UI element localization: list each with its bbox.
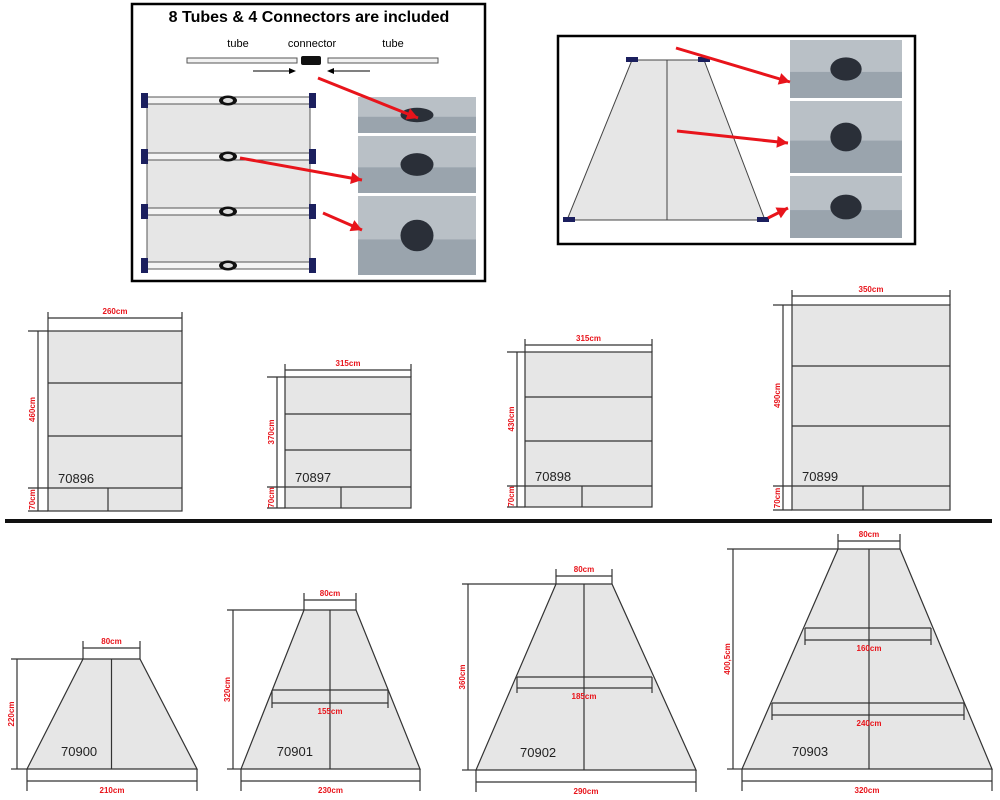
height-label: 320cm xyxy=(223,677,232,702)
base-height-label: 70cm xyxy=(507,486,516,506)
cover-panel xyxy=(524,351,653,508)
tube-icon xyxy=(186,57,298,64)
photo-clip xyxy=(790,176,902,238)
bottom-width-label: 230cm xyxy=(318,786,343,795)
width-label: 260cm xyxy=(103,307,128,316)
pointer-arrow-head xyxy=(349,220,362,232)
mid-width-label: 155cm xyxy=(318,707,343,716)
mid-width-label: 185cm xyxy=(572,692,597,701)
top-width-label: 80cm xyxy=(574,565,594,574)
pointer-arrow xyxy=(317,76,419,120)
width-label: 315cm xyxy=(576,334,601,343)
photo-detail xyxy=(400,219,434,252)
height-label: 460cm xyxy=(28,397,37,422)
photo-detail xyxy=(400,107,434,123)
model-number: 70902 xyxy=(520,745,556,760)
bottom-width-label: 290cm xyxy=(574,787,599,796)
connector-label: connector xyxy=(288,38,337,50)
bottom-width-label: 320cm xyxy=(855,786,880,795)
arrow-head xyxy=(327,68,334,74)
bottom-width-label: 210cm xyxy=(100,786,125,795)
trapezoid-cover xyxy=(741,548,993,770)
model-number: 70896 xyxy=(58,471,94,486)
mid-width-label: 240cm xyxy=(857,719,882,728)
model-number: 70901 xyxy=(277,744,313,759)
photo-tie xyxy=(790,40,902,98)
photo-detail xyxy=(830,57,862,81)
kit-box-title: 8 Tubes & 4 Connectors are included xyxy=(169,9,450,26)
height-label: 490cm xyxy=(773,383,782,408)
connector-hole xyxy=(223,98,233,103)
tube-label: tube xyxy=(382,38,403,50)
cover-panel xyxy=(47,330,183,512)
cover-panel xyxy=(284,376,412,509)
connector-hole xyxy=(223,154,233,159)
model-number: 70903 xyxy=(792,744,828,759)
width-label: 315cm xyxy=(336,359,361,368)
corner-clip xyxy=(309,204,316,219)
width-label: 350cm xyxy=(859,285,884,294)
corner-clip xyxy=(309,149,316,164)
pointer-arrow-head xyxy=(405,108,418,120)
tube-label: tube xyxy=(227,38,248,50)
pointer-arrow xyxy=(676,129,789,145)
corner-clip xyxy=(141,149,148,164)
pointer-arrow-head xyxy=(777,73,790,85)
pointer-arrow-head xyxy=(775,207,788,219)
corner-clip xyxy=(141,93,148,108)
pointer-arrow-head xyxy=(776,135,788,148)
model-number: 70898 xyxy=(535,469,571,484)
corner-clip xyxy=(626,57,638,62)
top-width-label: 80cm xyxy=(101,637,121,646)
cover-panel xyxy=(146,96,311,269)
height-label: 430cm xyxy=(507,407,516,432)
model-number: 70897 xyxy=(295,470,331,485)
base-height-label: 70cm xyxy=(773,488,782,508)
top-width-label: 80cm xyxy=(320,589,340,598)
corner-clip xyxy=(698,57,710,62)
top-width-label: 80cm xyxy=(859,530,879,539)
photo-detail xyxy=(830,122,862,152)
model-number: 70900 xyxy=(61,744,97,759)
photo-loop xyxy=(790,101,902,173)
corner-clip xyxy=(309,93,316,108)
tube-icon xyxy=(327,57,439,64)
corner-clip xyxy=(757,217,769,222)
corner-clip xyxy=(563,217,575,222)
connector-hole xyxy=(223,209,233,214)
pointer-arrow-head xyxy=(350,172,362,184)
model-number: 70899 xyxy=(802,469,838,484)
height-label: 400,5cm xyxy=(723,643,732,675)
corner-clip xyxy=(309,258,316,273)
mid-width-label: 160cm xyxy=(857,644,882,653)
corner-clip xyxy=(141,258,148,273)
pointer-arrow xyxy=(675,46,791,84)
photo-detail xyxy=(400,153,434,176)
base-height-label: 70cm xyxy=(267,487,276,507)
connector-icon xyxy=(301,56,321,65)
photo-detail xyxy=(830,194,862,220)
base-height-label: 70cm xyxy=(28,489,37,509)
corner-clip xyxy=(141,204,148,219)
arrow-head xyxy=(289,68,296,74)
connector-hole xyxy=(223,263,233,268)
pointer-arrow xyxy=(239,156,363,182)
height-label: 220cm xyxy=(7,702,16,727)
height-label: 360cm xyxy=(458,665,467,690)
cover-panel xyxy=(791,304,951,511)
photo-connector xyxy=(358,136,476,193)
photo-clip xyxy=(358,196,476,275)
height-label: 370cm xyxy=(267,420,276,445)
photo-fabric xyxy=(358,116,476,133)
